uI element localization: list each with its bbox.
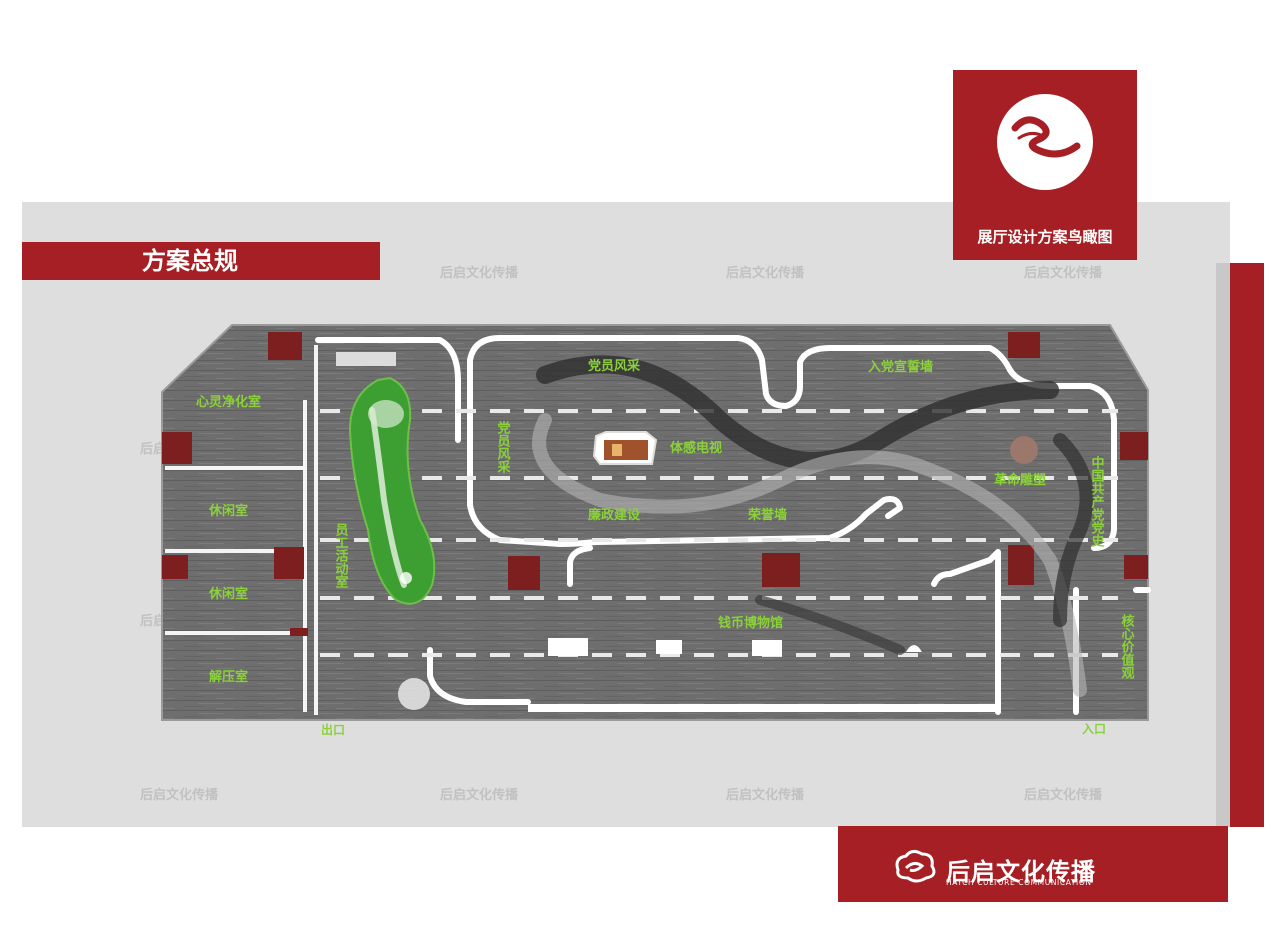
room-label: 体感电视 bbox=[670, 440, 722, 456]
watermark: 后启文化传播 bbox=[1024, 788, 1103, 803]
room-label: 休闲室 bbox=[208, 586, 248, 602]
watermark: 后启文化传播 bbox=[1024, 266, 1103, 281]
red-pillars bbox=[162, 332, 1148, 636]
ribbon-sculpture bbox=[532, 355, 1094, 697]
watermark: 后启文化传播 bbox=[140, 788, 219, 803]
watermark: 后启文化传播 bbox=[440, 788, 519, 803]
room-label: 入口 bbox=[1082, 722, 1106, 736]
cloud-logo-icon bbox=[895, 849, 936, 883]
wave-logo-icon bbox=[997, 94, 1093, 190]
room-label: 革命雕塑 bbox=[994, 472, 1046, 488]
room-label: 休闲室 bbox=[208, 503, 248, 519]
right-accent-bar bbox=[1230, 263, 1264, 827]
garden-oval bbox=[348, 376, 436, 605]
watermark: 后启文化传播 bbox=[440, 266, 519, 281]
room-label: 荣誉墙 bbox=[747, 507, 787, 523]
tree bbox=[398, 678, 430, 710]
brand-name: 后启文化传播 bbox=[946, 858, 1096, 886]
plan-badge: 展厅设计方案鸟瞰图 bbox=[953, 70, 1137, 260]
room-label: 入党宣誓墙 bbox=[868, 359, 933, 375]
brand-footer: 后启文化传播 HATCH CULTURE COMMUNICATION bbox=[838, 826, 1228, 902]
brand-name-en: HATCH CULTURE COMMUNICATION bbox=[946, 878, 1092, 887]
room-label-vertical: 中国共产党党史 bbox=[1089, 455, 1105, 548]
display-blocks bbox=[336, 352, 922, 656]
watermark: 后启文化传播 bbox=[726, 788, 805, 803]
room-label: 廉政建设 bbox=[588, 507, 641, 523]
section-title: 方案总规 bbox=[22, 242, 380, 280]
room-label: 钱币博物馆 bbox=[718, 615, 783, 631]
panel-shadow bbox=[1216, 263, 1230, 827]
watermark: 后启文化传播 bbox=[726, 266, 805, 281]
room-label: 党员风采 bbox=[588, 358, 641, 374]
badge-caption: 展厅设计方案鸟瞰图 bbox=[977, 228, 1113, 246]
room-label: 出口 bbox=[321, 722, 345, 737]
room-label-vertical: 核心价值观 bbox=[1119, 613, 1135, 680]
room-label-vertical: 员工活动室 bbox=[333, 523, 349, 589]
room-label-vertical: 党员风采 bbox=[495, 420, 512, 474]
room-label: 解压室 bbox=[208, 669, 248, 685]
revolution-statue-model bbox=[1010, 436, 1038, 464]
dashed-paths bbox=[320, 409, 1118, 657]
room-label: 心灵净化室 bbox=[196, 394, 261, 410]
